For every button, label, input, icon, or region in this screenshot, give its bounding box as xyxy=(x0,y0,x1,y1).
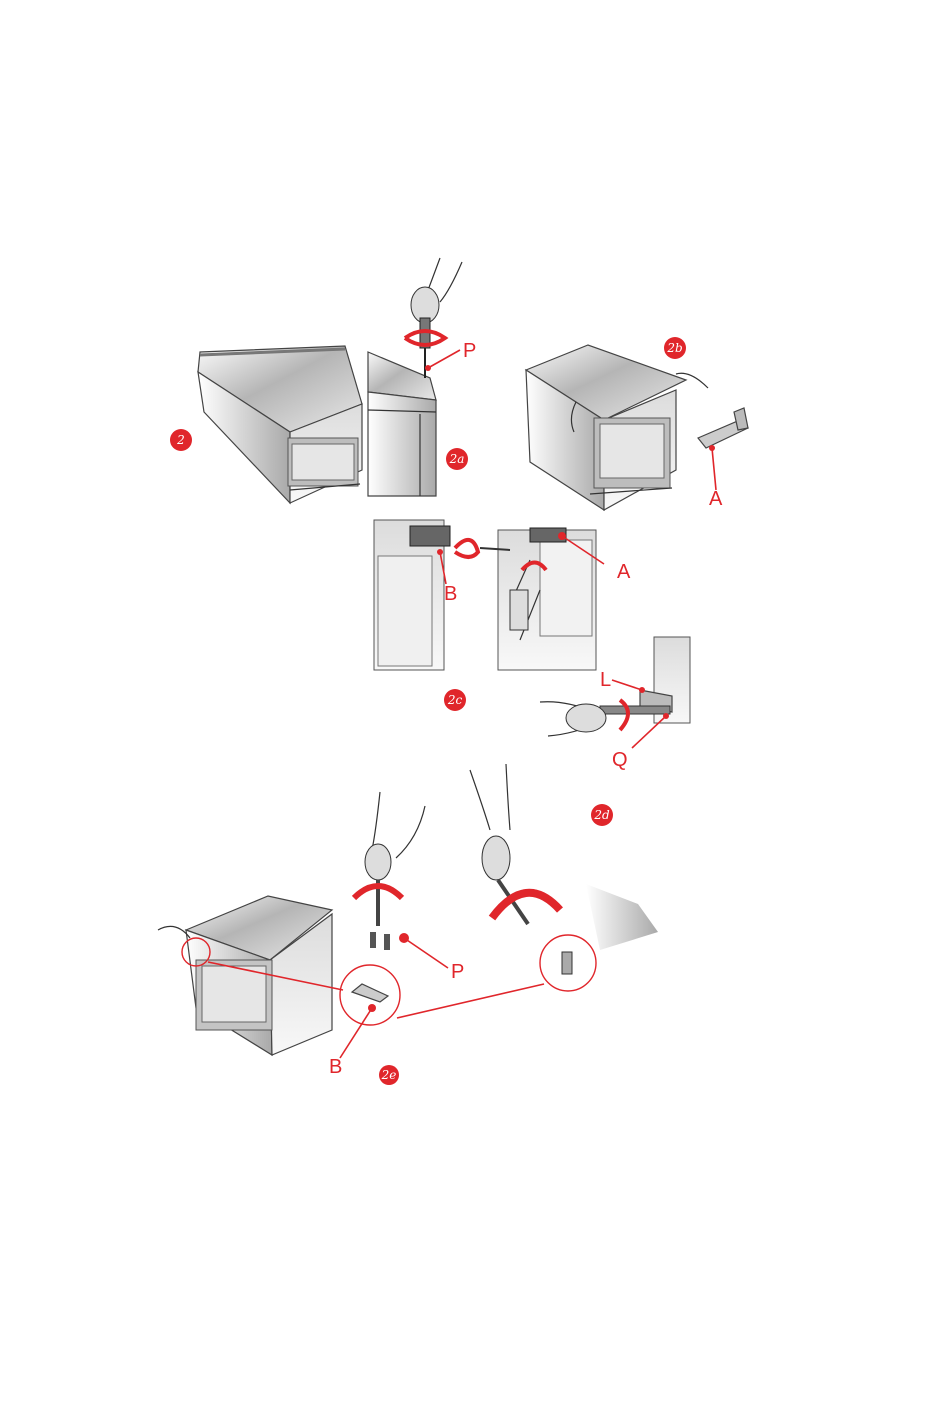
svg-text:2e: 2e xyxy=(381,1068,397,1082)
svg-text:2a: 2a xyxy=(449,452,465,466)
callout-p-top: P xyxy=(463,340,476,362)
svg-text:2: 2 xyxy=(176,433,185,447)
step-2e-appliance xyxy=(158,764,658,1055)
step-badge-2a: 2a xyxy=(446,448,468,470)
step-2b-appliance xyxy=(526,345,748,510)
callout-p-bottom: P xyxy=(451,961,464,983)
step-badge-2e: 2e xyxy=(379,1065,399,1085)
callout-a-bracket: A xyxy=(709,488,723,510)
step-2-appliance xyxy=(198,346,362,503)
step-badge-2b: 2b xyxy=(664,337,686,359)
callout-b-bottom: B xyxy=(329,1056,342,1078)
callout-l-bracket: L xyxy=(600,669,611,691)
callout-b-hinge: B xyxy=(444,583,457,605)
callout-q-screw: Q xyxy=(612,749,628,771)
step-badge-2d: 2d xyxy=(591,804,613,826)
step-2c-hinge-detail xyxy=(374,520,596,670)
svg-text:2d: 2d xyxy=(593,808,610,822)
svg-text:2b: 2b xyxy=(666,341,682,355)
step-badge-2: 2 xyxy=(170,429,192,451)
step-badge-2c: 2c xyxy=(444,689,466,711)
callout-a-hinge: A xyxy=(617,561,631,583)
svg-text:2c: 2c xyxy=(447,693,463,707)
